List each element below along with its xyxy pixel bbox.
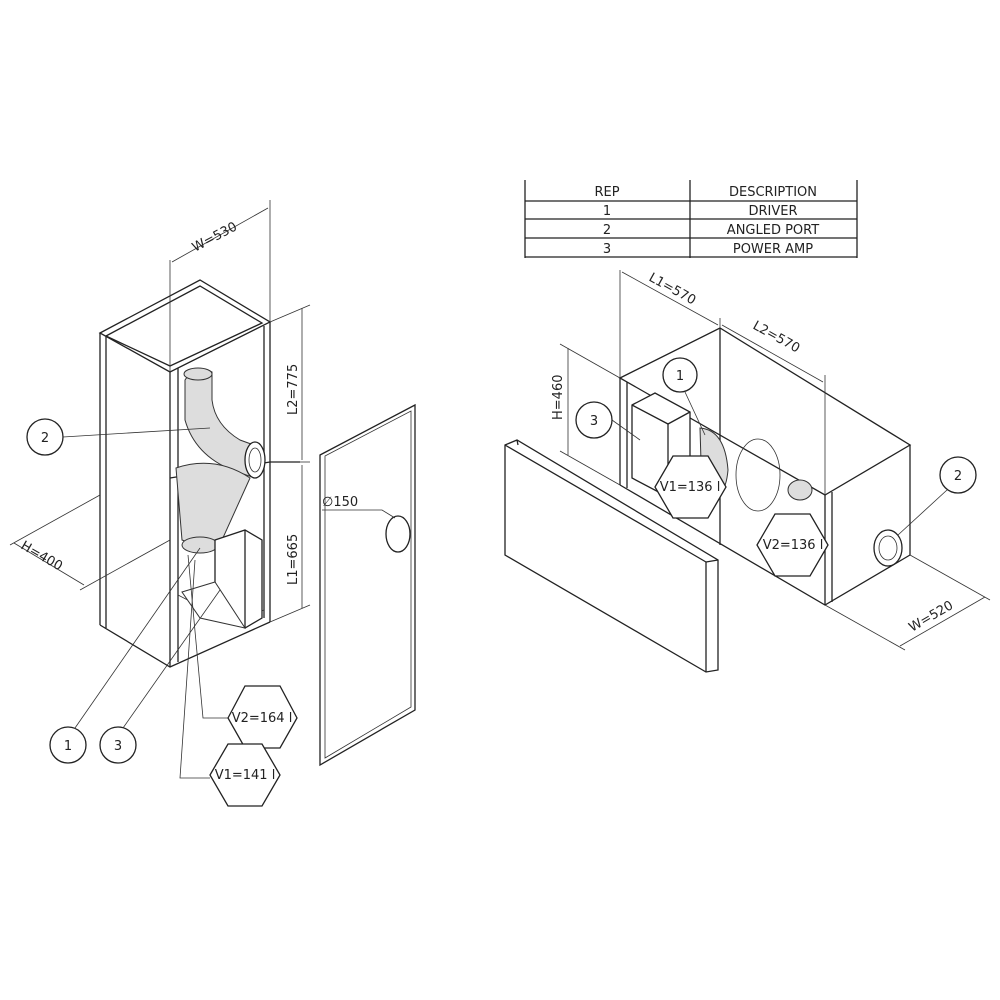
table-cell-rep: 2: [603, 223, 611, 238]
front-panel: [504, 439, 719, 673]
right-enclosure: [618, 327, 912, 606]
table-header-rep: REP: [594, 185, 619, 200]
table-cell-rep: 1: [603, 204, 611, 219]
balloon-driver: 1: [64, 739, 72, 754]
balloon-amp: 3: [114, 739, 122, 754]
balloon-amp: 3: [590, 414, 598, 429]
balloon-port: 2: [41, 431, 49, 446]
volume-v2: V2=136 l: [763, 538, 824, 553]
height-dimension: H=400: [18, 538, 65, 574]
l1-dimension: L1=665: [286, 534, 301, 585]
left-dimensions: W=530 L2=775 L1=665 H=400: [9, 200, 311, 623]
volume-v1: V1=136 l: [660, 480, 721, 495]
l2-dimension: L2=775: [286, 364, 301, 415]
volume-v2: V2=164 l: [232, 711, 293, 726]
width-dimension: W=520: [907, 598, 957, 635]
table-cell-description: DRIVER: [748, 204, 797, 219]
table-header-description: DESCRIPTION: [729, 185, 817, 200]
balloon-driver: 1: [676, 369, 684, 384]
side-panel: ∅150: [319, 403, 416, 767]
table-cell-description: ANGLED PORT: [727, 223, 819, 238]
volume-v1: V1=141 l: [215, 768, 276, 783]
left-callouts: 2 1 3 V2=164 l V1=141 l: [26, 418, 298, 807]
table-cell-description: POWER AMP: [733, 242, 813, 257]
balloon-port: 2: [954, 469, 962, 484]
left-enclosure: [98, 279, 300, 668]
width-dimension: W=530: [190, 219, 240, 255]
port-diameter-label: ∅150: [322, 495, 358, 510]
table-cell-rep: 3: [603, 242, 611, 257]
height-dimension: H=460: [551, 375, 566, 420]
parts-table: REP DESCRIPTION 1 DRIVER 2 ANGLED PORT 3…: [524, 180, 858, 258]
right-callouts: 1 3 2 V1=136 l V2=136 l: [575, 357, 977, 577]
